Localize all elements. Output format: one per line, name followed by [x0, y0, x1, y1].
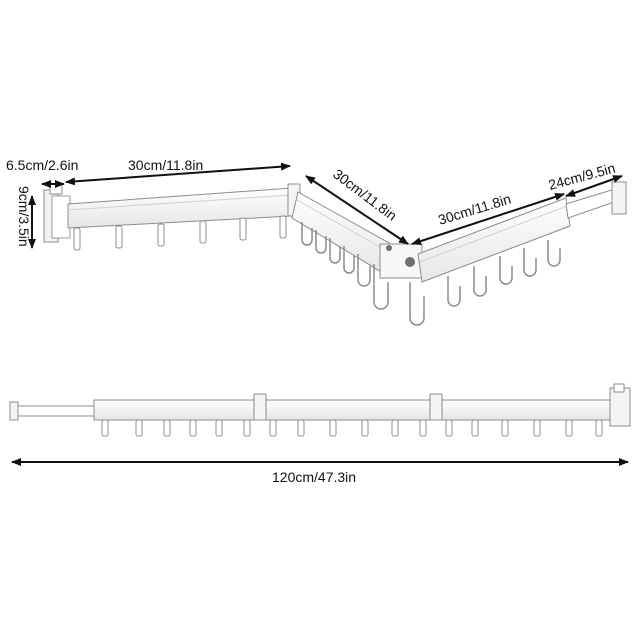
hook-row-2 [301, 222, 389, 310]
arm-segment-1 [67, 187, 293, 251]
folded-rack [43, 181, 627, 326]
label-bracket-height: 9cm/3.5in [16, 186, 32, 247]
extended-rack [9, 383, 631, 437]
extended-segment-2 [265, 399, 431, 421]
center-pivot [379, 243, 423, 279]
dimension-lines-top [28, 162, 623, 249]
label-bracket-width: 6.5cm/2.6in [6, 157, 78, 173]
label-arm-segment-1: 30cm/11.8in [128, 157, 203, 173]
extended-wall-bracket [609, 387, 631, 427]
extension-rod-extended [17, 405, 97, 417]
extended-hinge-1 [253, 393, 267, 421]
hook-row-3 [409, 240, 561, 326]
label-extension-rod: 24cm/9.5in [547, 160, 617, 193]
rod-end-cap [9, 401, 19, 421]
extended-segment-1 [93, 399, 255, 421]
arm-segment-3 [409, 197, 571, 326]
extension-rod [565, 181, 627, 219]
wall-bracket [43, 183, 71, 243]
hook-row-1 [73, 215, 287, 251]
extended-segment-3 [441, 399, 611, 421]
extended-hinge-2 [429, 393, 443, 421]
label-total-length: 120cm/47.3in [272, 469, 356, 485]
extended-hook-row [101, 419, 603, 437]
